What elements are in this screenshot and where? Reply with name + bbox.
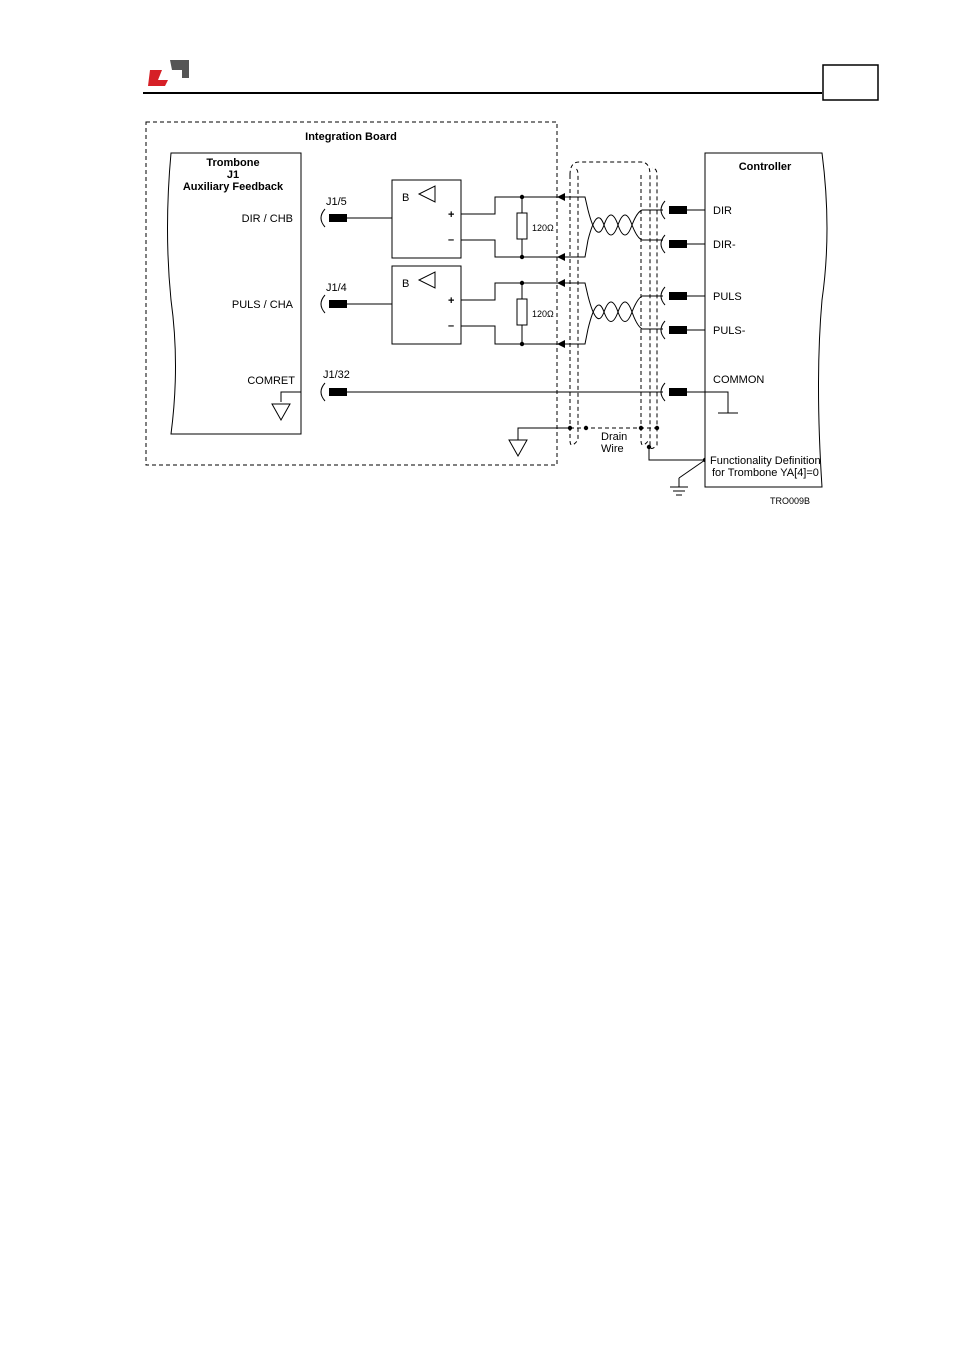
trombone-title: Trombone	[206, 157, 259, 169]
integration-board-label: Integration Board	[305, 131, 397, 143]
buffer-puls-label: B	[402, 278, 409, 290]
connector-ctrl-dir-icon	[661, 201, 687, 219]
ctrl-pin-common: COMMON	[713, 374, 764, 386]
buffer-dir-label: B	[402, 192, 409, 204]
resistor-puls-value: 120Ω	[532, 309, 554, 319]
connector-j1-5-label: J1/5	[326, 196, 347, 208]
controller-block	[705, 153, 827, 487]
resistor-dir-value: 120Ω	[532, 223, 554, 233]
ctrl-pin-puls-minus: PULS-	[713, 325, 746, 337]
connector-ctrl-dir-minus-icon	[661, 235, 687, 253]
pin-puls-cha: PULS / CHA	[232, 299, 294, 311]
ctrl-pin-dir-minus: DIR-	[713, 239, 736, 251]
wiring-diagram: Integration Board Trombone J1 Auxiliary …	[0, 0, 955, 520]
chassis-ground-icon	[670, 460, 705, 495]
arrow-dir-plus-icon	[557, 193, 565, 201]
pin-dir-chb: DIR / CHB	[242, 213, 293, 225]
arrow-puls-minus-icon	[557, 340, 565, 348]
cable-shield-right	[641, 175, 649, 445]
buffer-dir-minus: –	[448, 234, 454, 246]
twisted-pair-dir	[570, 197, 663, 257]
connector-j1-32-icon	[321, 383, 347, 401]
trombone-subtitle: Auxiliary Feedback	[183, 181, 284, 193]
connector-j1-32-label: J1/32	[323, 369, 350, 381]
ctrl-pin-puls: PULS	[713, 291, 742, 303]
figure-id: TRO009B	[770, 496, 810, 506]
buffer-puls-plus: +	[448, 295, 454, 307]
cable-shield-left	[570, 168, 578, 445]
controller-title: Controller	[739, 161, 792, 173]
buffer-puls-minus: –	[448, 320, 454, 332]
connector-j1-4-label: J1/4	[326, 282, 347, 294]
cable-shield-outer	[570, 162, 657, 449]
arrow-dir-minus-icon	[557, 253, 565, 261]
buffer-dir-plus: +	[448, 209, 454, 221]
connector-j1-5-icon	[321, 209, 347, 227]
wire-label: Wire	[601, 443, 624, 455]
functionality-line1: Functionality Definition	[710, 455, 821, 467]
trombone-connector: J1	[227, 169, 239, 181]
connector-ctrl-common-icon	[661, 383, 687, 401]
pin-comret: COMRET	[247, 375, 295, 387]
arrow-puls-plus-icon	[557, 279, 565, 287]
connector-ctrl-puls-minus-icon	[661, 321, 687, 339]
connector-ctrl-puls-icon	[661, 287, 687, 305]
functionality-line2: for Trombone YA[4]=0	[712, 467, 819, 479]
connector-j1-4-icon	[321, 295, 347, 313]
ctrl-pin-dir: DIR	[713, 205, 732, 217]
twisted-pair-puls	[570, 283, 663, 344]
drain-label: Drain	[601, 431, 627, 443]
